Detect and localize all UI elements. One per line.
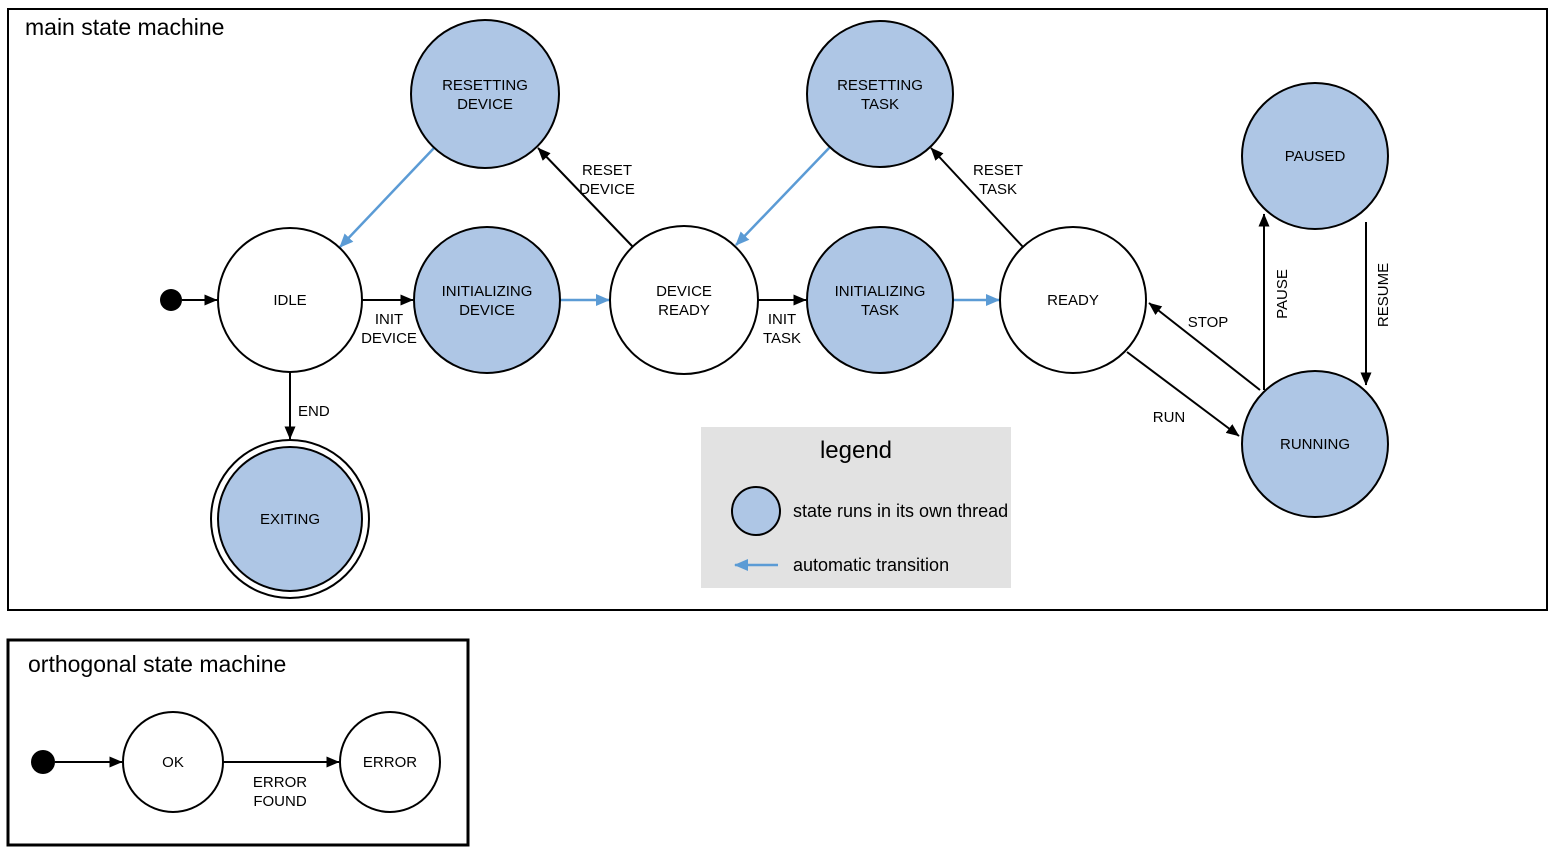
transition-label-stop: STOP — [1188, 314, 1229, 331]
state-ok-label: OK — [162, 754, 184, 771]
state-initializing-device-label-line2: DEVICE — [459, 302, 515, 319]
state-resetting-task — [806, 20, 954, 168]
state-initializing-device-label-line1: INITIALIZING — [442, 283, 533, 300]
state-resetting-device — [410, 19, 560, 169]
transition-resetting-task-to-device-ready — [735, 146, 831, 246]
legend-auto-item-label: automatic transition — [793, 555, 949, 575]
state-ready-label: READY — [1047, 292, 1099, 309]
transition-resetting-device-to-idle — [339, 147, 435, 248]
orthogonal-initial-state-dot — [31, 750, 55, 774]
state-idle — [217, 227, 363, 373]
state-initializing-device — [413, 226, 561, 374]
legend-title: legend — [820, 437, 892, 464]
state-resetting-task-label-line2: TASK — [861, 96, 899, 113]
main-state-machine-title: main state machine — [25, 14, 224, 40]
legend-thread-item-label: state runs in its own thread — [793, 501, 1008, 521]
transition-label-reset-device-line2: DEVICE — [579, 181, 635, 198]
transition-label-end: END — [298, 403, 330, 420]
state-initializing-task-label-line2: TASK — [861, 302, 899, 319]
transition-ready-to-running — [1126, 351, 1240, 437]
transition-label-init-device-line1: INIT — [375, 311, 403, 328]
transition-label-run: RUN — [1153, 409, 1186, 426]
transition-label-resume: RESUME — [1375, 263, 1392, 327]
state-device-ready — [609, 225, 759, 375]
state-initializing-task — [806, 226, 954, 374]
state-resetting-device-label-line1: RESETTING — [442, 77, 528, 94]
transition-label-init-task-line1: INIT — [768, 311, 796, 328]
state-error — [339, 711, 441, 813]
orthogonal-state-machine-title: orthogonal state machine — [28, 651, 286, 677]
transition-label-error-found-line2: FOUND — [253, 793, 306, 810]
transition-label-reset-task-line2: TASK — [979, 181, 1017, 198]
main-initial-state-dot — [160, 289, 182, 311]
state-error-label: ERROR — [363, 754, 417, 771]
transition-device-ready-to-resetting-device — [537, 147, 634, 248]
state-device-ready-label-line1: DEVICE — [656, 283, 712, 300]
transition-label-reset-device-line1: RESET — [582, 162, 632, 179]
state-resetting-task-label-line1: RESETTING — [837, 77, 923, 94]
transition-label-init-task-line2: TASK — [763, 330, 801, 347]
state-resetting-device-label-line2: DEVICE — [457, 96, 513, 113]
transition-label-pause: PAUSE — [1274, 269, 1291, 319]
state-device-ready-label-line2: READY — [658, 302, 710, 319]
state-running — [1241, 370, 1389, 518]
transition-label-init-device-line2: DEVICE — [361, 330, 417, 347]
state-exiting — [217, 446, 363, 592]
state-paused — [1241, 82, 1389, 230]
state-idle-label: IDLE — [273, 292, 306, 309]
transition-label-reset-task-line1: RESET — [973, 162, 1023, 179]
state-running-label: RUNNING — [1280, 436, 1350, 453]
transition-label-error-found-line1: ERROR — [253, 774, 307, 791]
transition-ready-to-resetting-task — [930, 147, 1024, 248]
state-ok — [122, 711, 224, 813]
state-paused-label: PAUSED — [1285, 148, 1346, 165]
transition-running-to-ready — [1148, 302, 1261, 391]
state-initializing-task-label-line1: INITIALIZING — [835, 283, 926, 300]
state-ready — [999, 226, 1147, 374]
legend-threaded-state-icon — [731, 486, 781, 536]
state-exiting-label: EXITING — [260, 511, 320, 528]
